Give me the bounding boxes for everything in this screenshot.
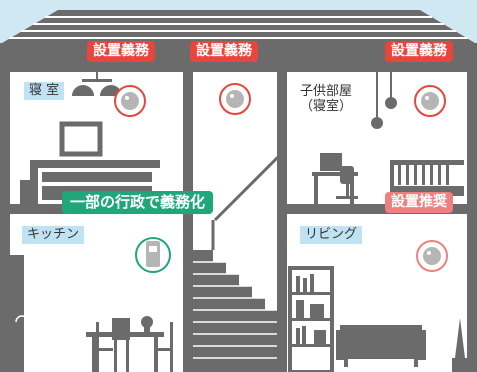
detector-kids-room xyxy=(414,85,446,117)
staircase xyxy=(193,148,287,372)
roof xyxy=(2,10,475,43)
room-label-kids-room-line1: 子供部屋 xyxy=(300,84,353,99)
municipal-badge-kitchen: 一部の行政で義務化 xyxy=(62,191,214,214)
room-label-bedroom: 寝 室 xyxy=(24,82,65,100)
required-badge-bedroom: 設置義務 xyxy=(87,41,155,62)
room-label-living: リビング xyxy=(300,226,363,244)
required-badge-kids-room: 設置義務 xyxy=(385,41,453,62)
detector-bedroom xyxy=(114,85,146,117)
detector-living xyxy=(416,240,448,272)
room-label-kitchen: キッチン xyxy=(22,226,85,244)
living-furniture xyxy=(288,266,468,372)
detector-kitchen xyxy=(135,237,171,273)
recommended-badge-living: 設置推奨 xyxy=(385,192,453,213)
kids-room-furniture xyxy=(312,72,464,204)
room-label-kids-room: 子供部屋 （寝室） xyxy=(300,84,352,114)
kitchen-furniture xyxy=(10,255,173,372)
room-label-kids-room-line2: （寝室） xyxy=(300,99,353,114)
detector-stairwell xyxy=(219,83,251,115)
required-badge-stairwell: 設置義務 xyxy=(190,41,258,62)
